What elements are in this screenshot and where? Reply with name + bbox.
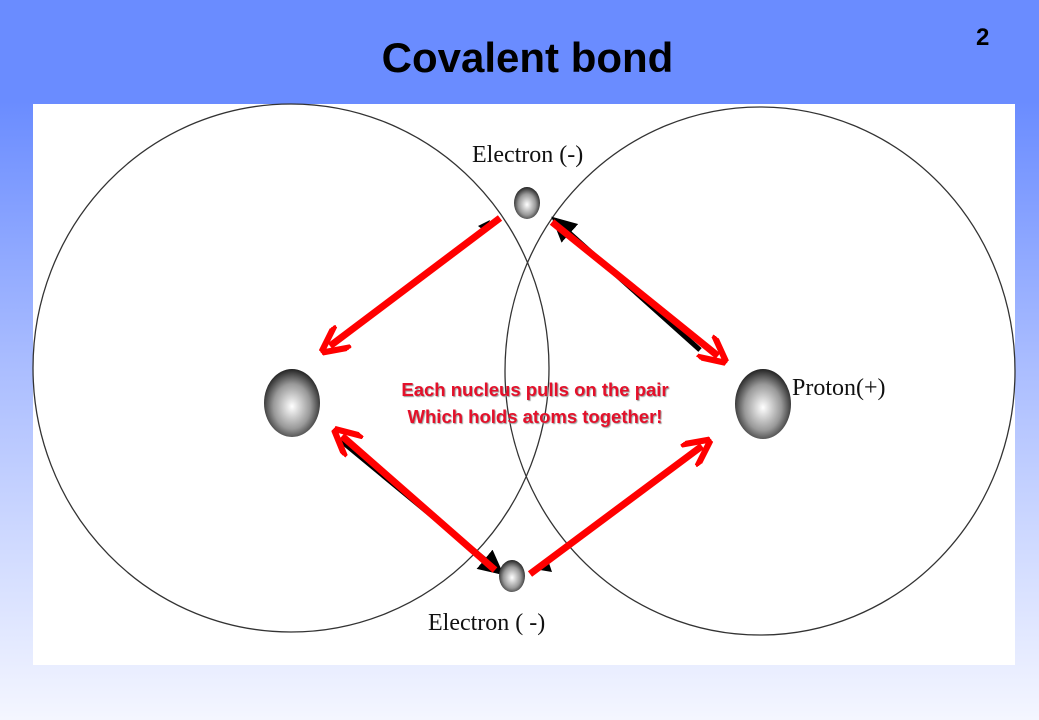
- caption-line-2: Which holds atoms together!: [407, 406, 663, 427]
- red-arrow-top-right: [549, 219, 718, 356]
- red-arrow-bottom-left: [342, 436, 498, 573]
- electron-top: [514, 187, 540, 219]
- left-nucleus: [264, 369, 320, 437]
- caption: Each nucleus pulls on the pair Which hol…: [335, 376, 735, 430]
- red-arrow-bottom-right: [527, 446, 702, 577]
- slide-title: Covalent bond: [381, 34, 674, 81]
- right-nucleus: [735, 369, 791, 439]
- electron-bottom: [499, 560, 525, 592]
- electron-top-label: Electron (-): [472, 142, 583, 168]
- red-arrow-top-left: [330, 215, 503, 346]
- electron-bottom-label: Electron ( -): [428, 610, 545, 636]
- right-atom-orbit: [504, 106, 1016, 636]
- caption-line-1: Each nucleus pulls on the pair: [401, 379, 669, 400]
- slide-number: 2: [976, 24, 990, 51]
- left-atom-orbit: [32, 103, 550, 633]
- proton-label: Proton(+): [792, 375, 886, 401]
